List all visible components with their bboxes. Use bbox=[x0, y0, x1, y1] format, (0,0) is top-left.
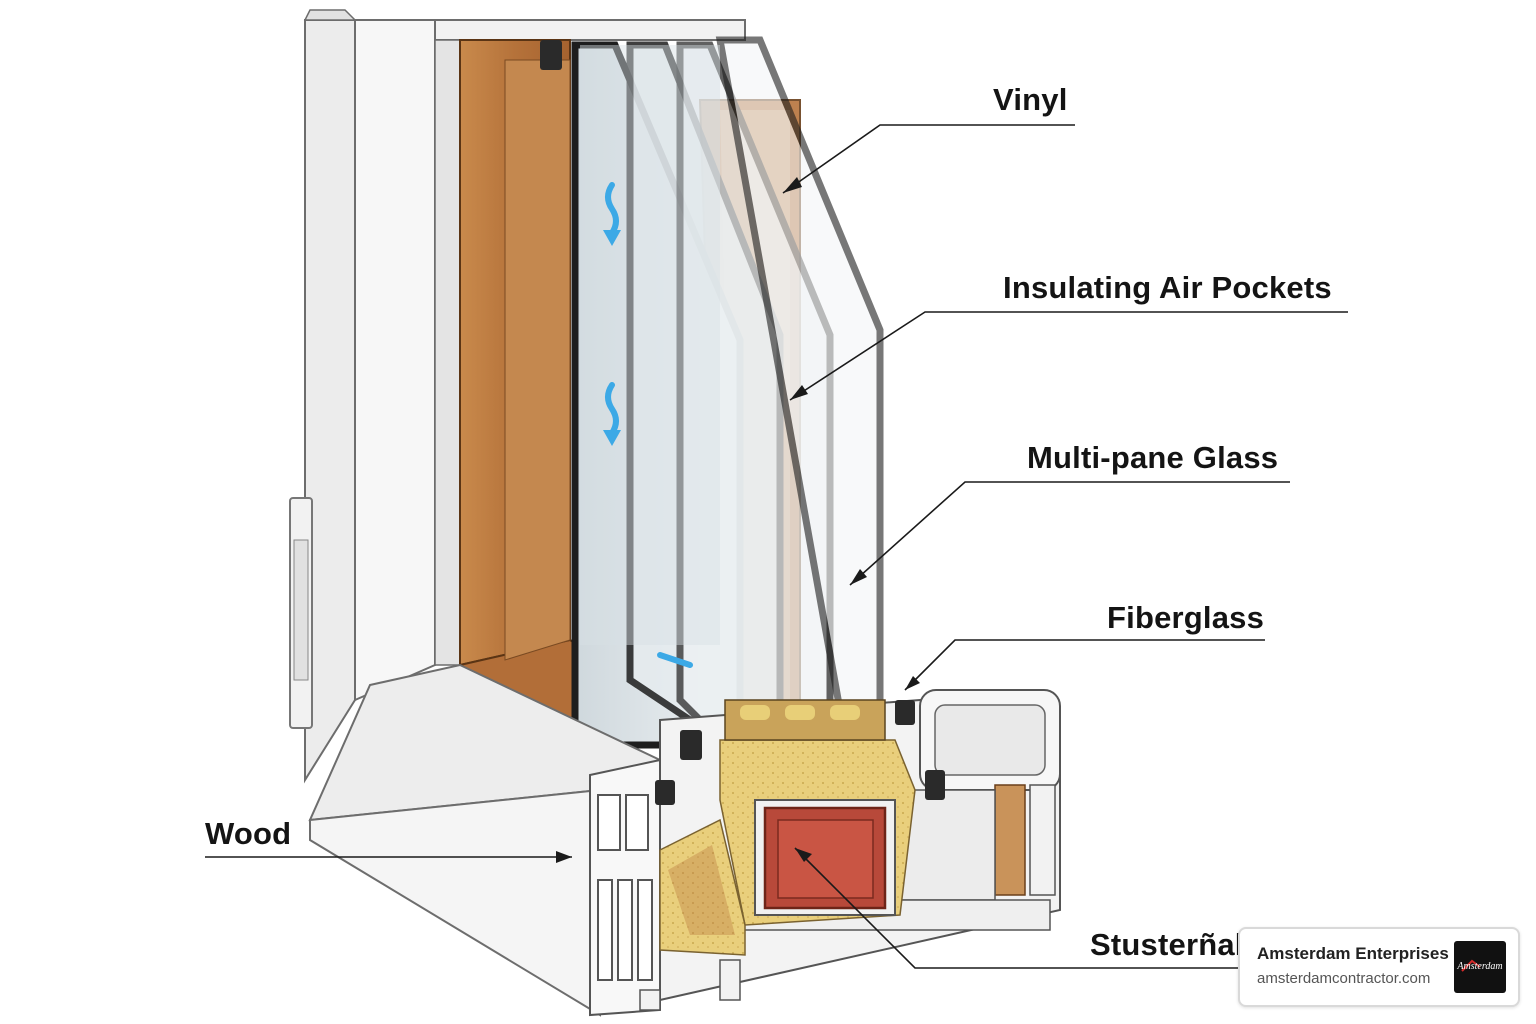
brand-card[interactable]: Amsterdam Enterprises amsterdamcontracto… bbox=[1238, 927, 1520, 1007]
label-sustainable: Stusterñal bbox=[1090, 927, 1244, 962]
brand-url[interactable]: amsterdamcontractor.com bbox=[1257, 970, 1431, 987]
window-handle bbox=[289, 497, 313, 729]
steel-core bbox=[754, 799, 896, 916]
label-insulating-air-pockets: Insulating Air Pockets bbox=[1003, 270, 1332, 305]
seal-gaskets bbox=[540, 40, 945, 805]
label-vinyl: Vinyl bbox=[993, 82, 1068, 117]
label-fiberglass: Fiberglass bbox=[1107, 600, 1265, 635]
label-wood: Wood bbox=[205, 816, 292, 851]
brand-logo-icon: Amsterdam bbox=[1454, 941, 1506, 993]
multi-pane-glass bbox=[571, 36, 884, 749]
brand-name: Amsterdam Enterprises bbox=[1257, 944, 1449, 963]
label-multi-pane-glass: Multi-pane Glass bbox=[1027, 440, 1279, 475]
leader-lines bbox=[205, 124, 1348, 969]
brand-logo-text: Amsterdam bbox=[1457, 961, 1503, 972]
vinyl-frame bbox=[303, 9, 746, 784]
leader-arrowheads bbox=[556, 177, 920, 863]
